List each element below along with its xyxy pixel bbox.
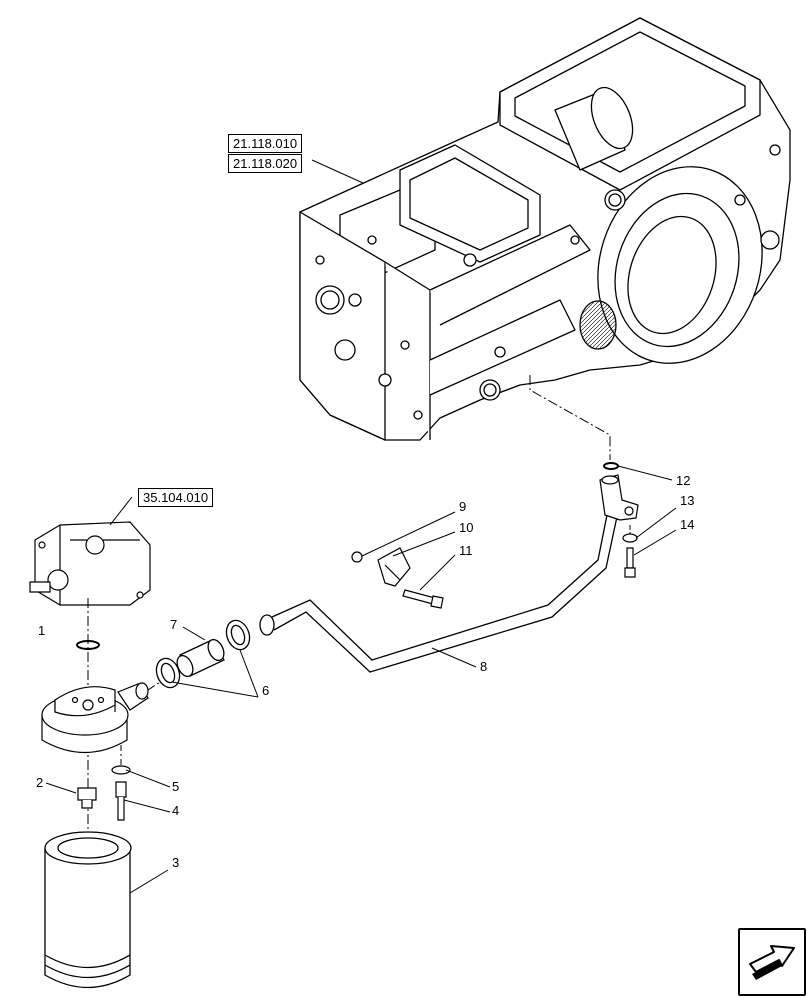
nut-9 xyxy=(351,551,363,563)
callout-7: 7 xyxy=(170,617,178,632)
callout-10: 10 xyxy=(459,520,474,535)
bolt-4 xyxy=(111,765,131,821)
callout-3: 3 xyxy=(172,855,180,870)
filter-head xyxy=(41,682,149,754)
pipe-flange xyxy=(599,474,639,521)
filter-cartridge-3 xyxy=(44,831,132,989)
pipe-clip-10 xyxy=(377,547,411,587)
callout-4: 4 xyxy=(172,803,180,818)
oil-pipe-8 xyxy=(259,509,619,673)
callout-12: 12 xyxy=(676,473,691,488)
callout-5: 5 xyxy=(172,779,180,794)
callout-8: 8 xyxy=(480,659,488,674)
hose-fitting-7 xyxy=(176,638,225,678)
washer-13 xyxy=(622,533,638,543)
reference-box-21-118-010[interactable]: 21.118.010 xyxy=(228,134,303,153)
bolt-14 xyxy=(624,547,636,578)
callout-2: 2 xyxy=(36,775,44,790)
o-ring-12 xyxy=(603,462,619,470)
callout-14: 14 xyxy=(680,517,695,532)
arrow-next-icon xyxy=(749,945,795,980)
callout-6: 6 xyxy=(262,683,270,698)
o-ring-1 xyxy=(76,640,100,650)
next-page-button[interactable] xyxy=(738,928,806,996)
callout-9: 9 xyxy=(459,499,467,514)
hydraulic-pump xyxy=(29,521,151,606)
callout-13: 13 xyxy=(680,493,695,508)
hose-clamp-6b xyxy=(225,619,251,651)
transmission-housing xyxy=(299,17,791,441)
bolt-11 xyxy=(402,589,444,609)
drain-plug-2 xyxy=(77,787,97,809)
callout-1: 1 xyxy=(38,623,46,638)
reference-box-35-104-010[interactable]: 35.104.010 xyxy=(138,488,214,507)
hose-clamp-6a xyxy=(155,657,181,689)
reference-box-21-118-020[interactable]: 21.118.020 xyxy=(228,154,303,173)
callout-11: 11 xyxy=(459,543,473,558)
